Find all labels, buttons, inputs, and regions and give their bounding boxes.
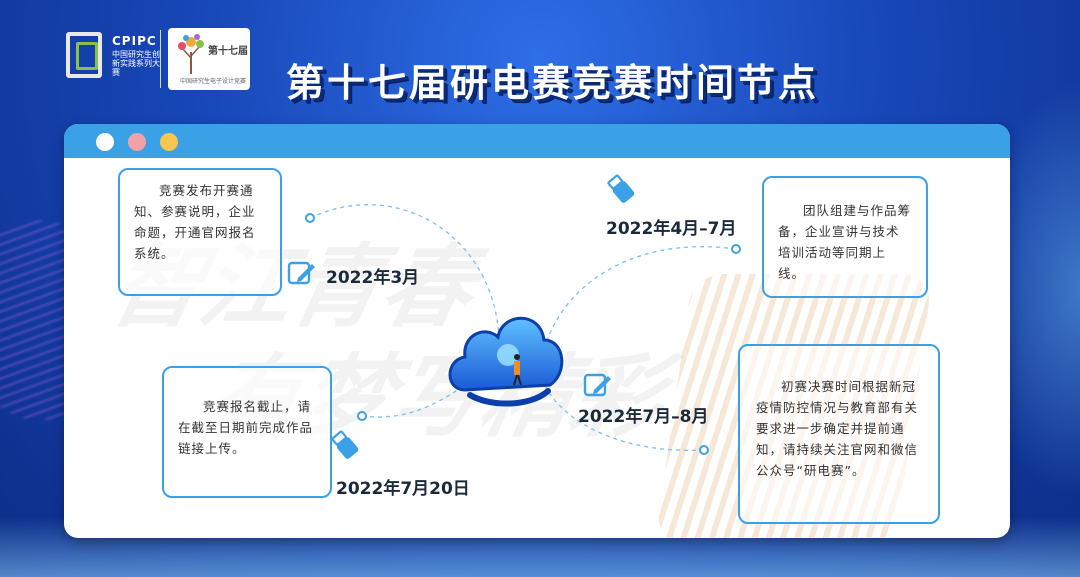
window-titlebar [64, 124, 1010, 158]
timeline-box-1-text: 竞赛发布开赛通知、参赛说明，企业命题，开通官网报名系统。 [134, 183, 256, 261]
cpipc-logo-subtitle: 中国研究生创新实践系列大赛 [112, 50, 160, 77]
window-dot-pink [128, 133, 146, 151]
timeline-box-1: 竞赛发布开赛通知、参赛说明，企业命题，开通官网报名系统。 [118, 168, 282, 296]
usb-drive-icon-2 [331, 430, 359, 459]
timeline-box-4: 初赛决赛时间根据新冠疫情防控情况与教育部有关要求进一步确定并提前通知，请持续关注… [738, 344, 940, 524]
cpipc-logo-name: CPIPC [112, 34, 157, 48]
window-dot-white [96, 133, 114, 151]
pencil-icon-2 [583, 373, 611, 397]
timeline-connectors [305, 204, 741, 455]
competition-logo-name: 第十七届 [208, 46, 248, 57]
cpipc-logo: CPIPC 中国研究生创新实践系列大赛 [62, 28, 160, 88]
window-dot-yellow [160, 133, 178, 151]
competition-logo: 第十七届 中国研究生电子设计竞赛 [168, 28, 250, 90]
competition-logo-subtitle: 中国研究生电子设计竞赛 [179, 78, 246, 85]
timeline-date-3: 2022年7月20日 [336, 479, 470, 499]
logo-frame-inner [76, 42, 98, 70]
timeline-date-4: 2022年7月–8月 [578, 407, 709, 427]
timeline-box-3-text: 竞赛报名截止，请在截至日期前完成作品链接上传。 [178, 399, 314, 456]
logo-divider [160, 30, 161, 88]
usb-drive-icon [607, 174, 635, 203]
tree-icon [178, 34, 204, 74]
timeline-date-1: 2022年3月 [326, 268, 420, 288]
timeline-box-2-text: 团队组建与作品筹备，企业宣讲与技术培训活动等同期上线。 [778, 203, 912, 281]
timeline-box-2: 团队组建与作品筹备，企业宣讲与技术培训活动等同期上线。 [762, 176, 928, 298]
timeline-box-3: 竞赛报名截止，请在截至日期前完成作品链接上传。 [162, 366, 332, 498]
cloud-icon [448, 316, 564, 407]
logo-frame-outer [66, 32, 102, 78]
pencil-icon [287, 261, 315, 285]
page-title: 第十七届研电赛竞赛时间节点 [286, 61, 820, 105]
timeline-box-4-text: 初赛决赛时间根据新冠疫情防控情况与教育部有关要求进一步确定并提前通知，请持续关注… [756, 379, 919, 478]
timeline-date-2: 2022年4月–7月 [606, 219, 737, 239]
